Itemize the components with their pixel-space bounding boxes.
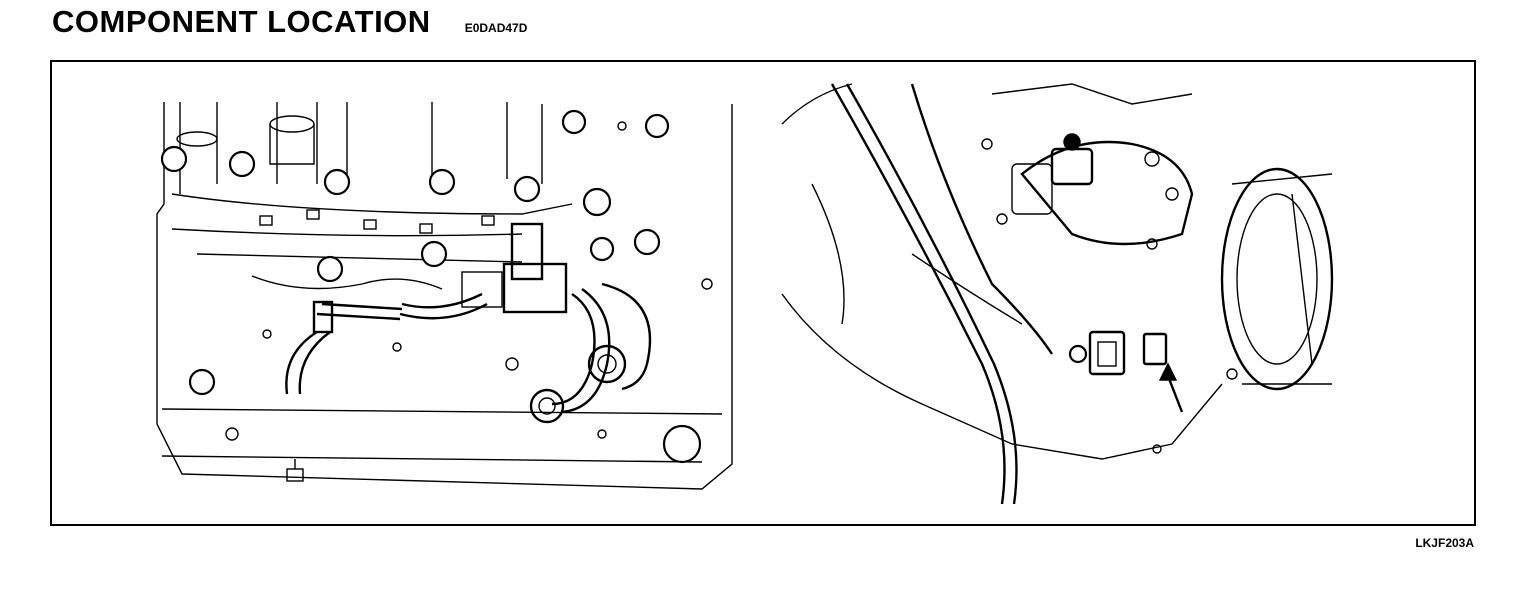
figure-id: LKJF203A [1415, 536, 1474, 550]
section-code: E0DAD47D [464, 21, 528, 35]
title-row: COMPONENT LOCATION E0DAD47D [52, 4, 527, 40]
transaxle-illustration [781, 83, 1334, 504]
valve-body-illustration [156, 102, 733, 490]
page-title: COMPONENT LOCATION [52, 4, 431, 39]
illustration-frame [50, 60, 1476, 526]
